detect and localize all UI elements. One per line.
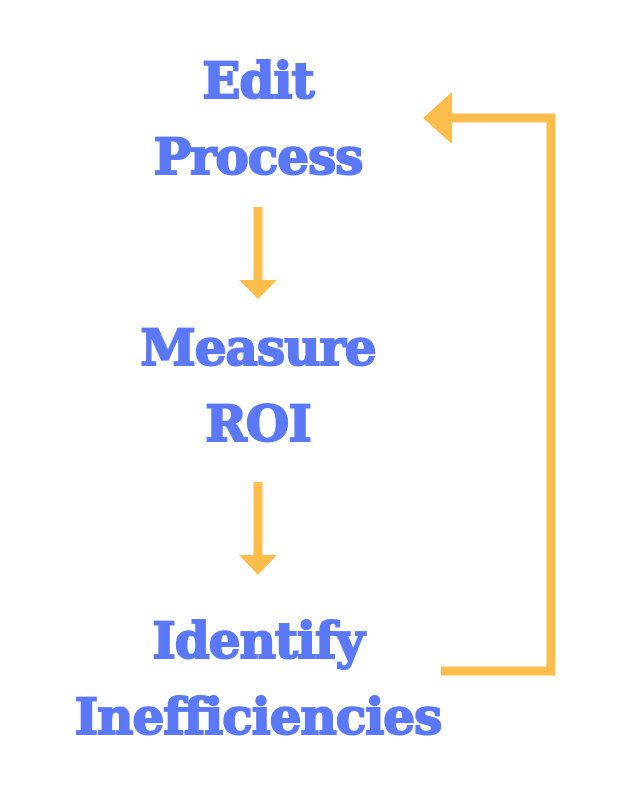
step-edit-process-line-1: Edit — [201, 50, 315, 111]
arrow-measure-to-identify — [239, 482, 277, 575]
step-identify-inefficiencies-line-2: Inefficiencies — [74, 686, 444, 747]
step-measure-roi-line-2: ROI — [204, 393, 313, 454]
step-identify-inefficiencies: Identify Inefficiencies — [0, 603, 516, 755]
step-identify-inefficiencies-line-1: Identify — [151, 610, 365, 671]
step-edit-process-line-2: Process — [153, 126, 365, 187]
step-measure-roi: Measure ROI — [0, 310, 516, 462]
arrow-loop-back-to-edit — [423, 92, 556, 676]
step-edit-process: Edit Process — [0, 43, 516, 195]
step-measure-roi-line-1: Measure — [139, 317, 377, 378]
arrow-edit-to-measure — [239, 207, 277, 299]
